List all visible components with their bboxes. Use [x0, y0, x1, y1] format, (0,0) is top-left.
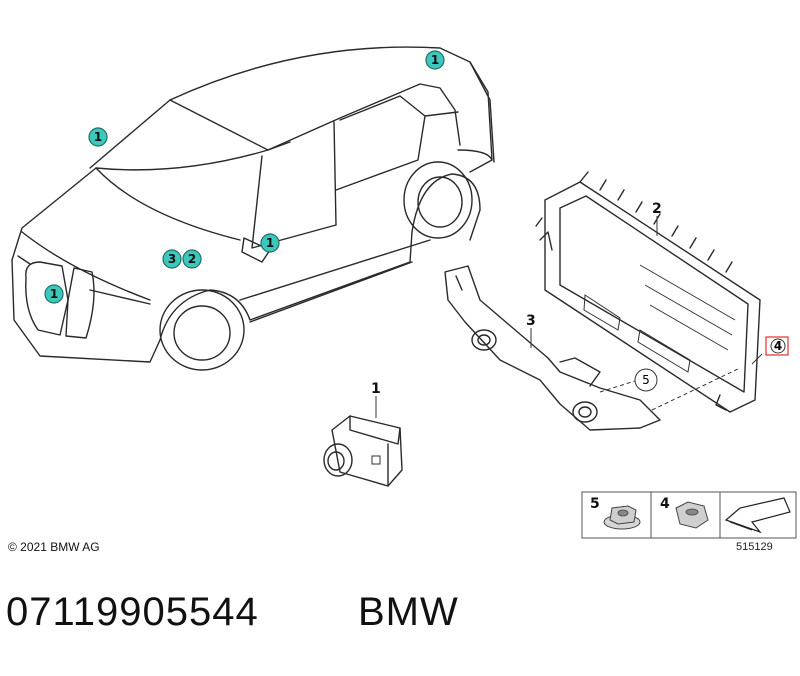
callout-bracket[interactable]: 3: [162, 249, 182, 269]
vehicle-outline: [11, 46, 495, 371]
svg-text:1: 1: [50, 287, 58, 301]
svg-text:2: 2: [188, 252, 196, 266]
part-labels: 2 3 1 4 5: [371, 201, 789, 397]
svg-text:4: 4: [660, 496, 670, 512]
legend: 5 4: [581, 491, 797, 539]
callout-roof[interactable]: 1: [88, 127, 108, 147]
camera-part: [323, 415, 403, 487]
control-module: [535, 171, 761, 413]
leader-lines: [375, 216, 763, 418]
legend-item-4[interactable]: 4: [660, 496, 709, 529]
svg-text:1: 1: [431, 53, 439, 67]
svg-text:3: 3: [168, 252, 176, 266]
svg-text:5: 5: [590, 496, 600, 512]
callout-mirror[interactable]: 1: [260, 233, 280, 253]
callout-grille[interactable]: 1: [44, 284, 64, 304]
brand-name: BMW: [358, 590, 459, 634]
legend-item-5[interactable]: 5: [590, 496, 641, 530]
svg-text:5: 5: [642, 373, 650, 387]
callout-rear[interactable]: 1: [425, 50, 445, 70]
vehicle-callouts: 1 1 1 1 3 2: [44, 50, 445, 304]
svg-text:4: 4: [774, 339, 782, 353]
callout-module[interactable]: 2: [182, 249, 202, 269]
label-part-5[interactable]: 5: [634, 368, 658, 392]
label-part-3: 3: [526, 313, 536, 329]
label-part-2: 2: [652, 201, 662, 217]
part-number: 07119905544: [6, 590, 259, 634]
bracket: [444, 265, 661, 431]
copyright-text: © 2021 BMW AG: [8, 540, 100, 554]
label-part-1: 1: [371, 381, 381, 397]
diagram-number: 515129: [736, 541, 773, 553]
svg-text:1: 1: [266, 236, 274, 250]
label-part-4[interactable]: 4: [765, 336, 789, 356]
legend-arrow-icon: [724, 497, 791, 534]
svg-text:1: 1: [94, 130, 102, 144]
